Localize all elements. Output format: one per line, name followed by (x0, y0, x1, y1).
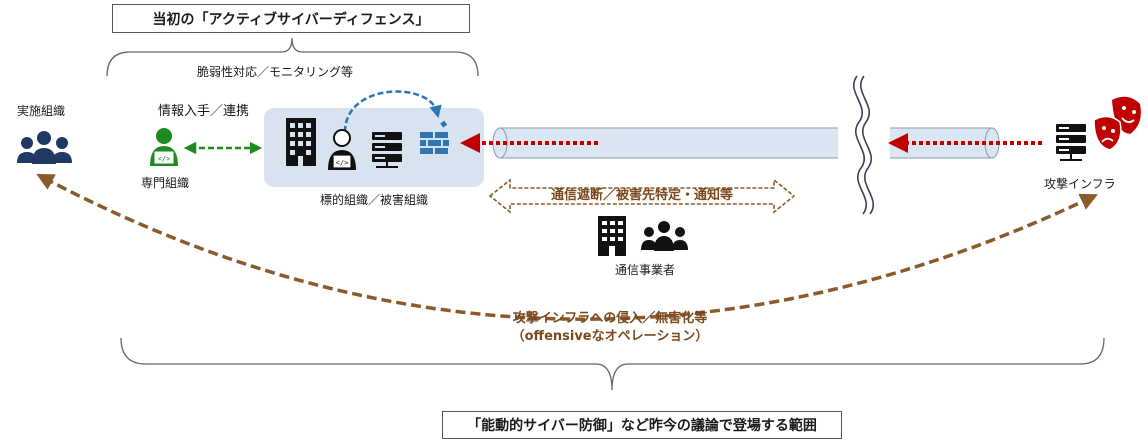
building-icon (286, 118, 316, 166)
building-icon (598, 216, 626, 256)
developer-icon: </> (150, 128, 178, 166)
expert-label: 専門組織 (141, 176, 190, 190)
active-cyber-defense-scope-box: 「能動的サイバー防御」など昨今の議論で登場する範囲 (442, 411, 842, 439)
comm-block-label: 通信遮断／被害先特定・通知等 (550, 188, 733, 203)
people-icon (641, 221, 688, 251)
infiltration-label-line2: （offensiveなオペレーション） (511, 329, 709, 344)
active-cyber-defense-title: 当初の「アクティブサイバーディフェンス」 (152, 11, 430, 28)
offensive-operation-curve (36, 173, 1098, 321)
top-brace (106, 37, 479, 77)
svg-text:</>: </> (336, 159, 349, 167)
vuln-monitoring-label: 脆弱性対応／モニタリング等 (197, 65, 354, 79)
implementer-label: 実施組織 (17, 104, 66, 118)
info-sharing-label: 情報入手／連携 (158, 104, 250, 119)
firewall-icon (420, 120, 449, 154)
carrier-label: 通信事業者 (615, 263, 676, 277)
people-icon (17, 131, 72, 164)
server-icon (372, 132, 402, 168)
target-label: 標的組織／被害組織 (320, 193, 429, 207)
svg-text:</>: </> (158, 155, 171, 163)
bottom-brace (120, 337, 1105, 391)
server-icon (1056, 124, 1086, 161)
attack-infra-label: 攻撃インフラ (1044, 177, 1116, 191)
active-cyber-defense-scope-title: 「能動的サイバー防御」など昨今の議論で登場する範囲 (467, 418, 817, 434)
monitoring-curve-arrow (343, 90, 442, 133)
infiltration-label-line1: 攻撃インフラへの侵入／無害化等 (512, 311, 708, 326)
theater-masks-icon (1093, 96, 1141, 151)
person-laptop-icon: </> (328, 129, 356, 170)
active-cyber-defense-title-box: 当初の「アクティブサイバーディフェンス」 (112, 4, 470, 33)
